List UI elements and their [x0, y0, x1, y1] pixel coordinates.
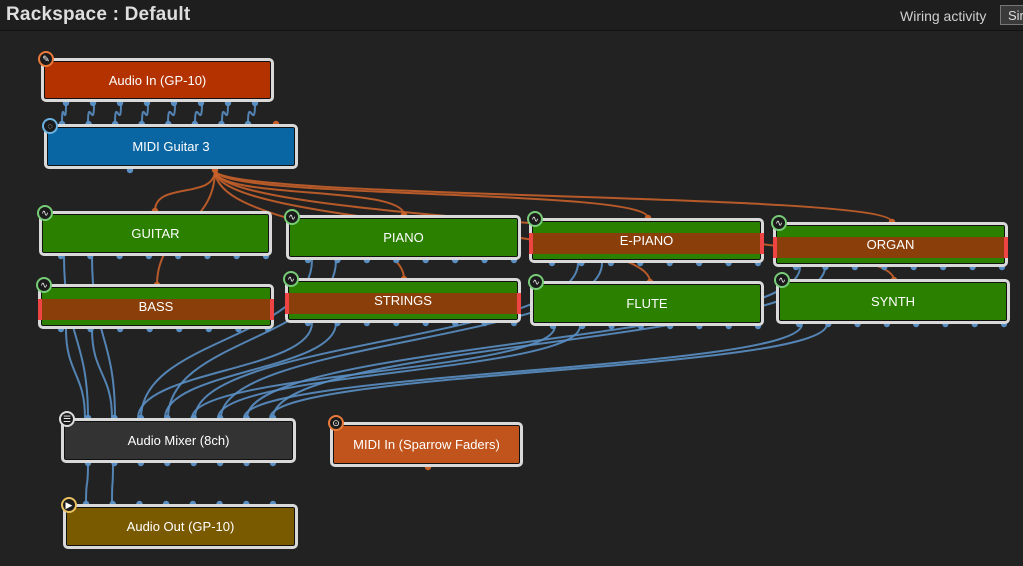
bypass-stripe — [285, 293, 521, 314]
audio-wire[interactable] — [111, 462, 114, 505]
audio-wire[interactable] — [221, 102, 229, 125]
midi-wire[interactable] — [154, 169, 216, 212]
audio-wire[interactable] — [194, 102, 203, 125]
block-label: Audio Mixer (8ch) — [127, 433, 230, 448]
block-label: MIDI Guitar 3 — [132, 139, 210, 154]
block-label: Audio Out (GP-10) — [126, 519, 235, 534]
audio-wire[interactable] — [269, 323, 828, 419]
block-audio-in[interactable]: Audio In (GP-10) — [41, 58, 274, 102]
block-audio-out[interactable]: Audio Out (GP-10) — [63, 504, 298, 549]
audio-wire[interactable] — [63, 255, 89, 419]
block-guitar[interactable]: GUITAR — [39, 211, 272, 256]
block-label: Audio In (GP-10) — [108, 72, 207, 88]
audio-wire[interactable] — [137, 322, 313, 419]
block-label: ORGAN — [866, 237, 915, 252]
waveform-icon: ∿ — [528, 274, 544, 290]
block-flute[interactable]: FLUTE — [530, 281, 764, 326]
block-organ[interactable]: ORGAN — [773, 222, 1008, 267]
pencil-icon: ✎ — [38, 51, 54, 67]
audio-wire[interactable] — [114, 102, 122, 125]
audio-wire[interactable] — [164, 322, 337, 419]
waveform-icon: ∿ — [284, 209, 300, 225]
waveform-icon: ∿ — [37, 205, 53, 221]
block-label: GUITAR — [131, 226, 180, 241]
block-label: FLUTE — [626, 296, 668, 311]
audio-wire[interactable] — [141, 102, 149, 125]
bypass-stripe — [38, 299, 274, 320]
mixer-sliders-icon: ☰ — [59, 411, 75, 427]
audio-wire[interactable] — [87, 102, 95, 125]
block-bass[interactable]: BASS — [38, 284, 274, 329]
midi-wire[interactable] — [214, 169, 893, 223]
block-audio-mixer[interactable]: Audio Mixer (8ch) — [61, 418, 296, 463]
waveform-icon: ∿ — [774, 272, 790, 288]
audio-wire[interactable] — [167, 102, 176, 125]
waveform-icon: ∿ — [36, 277, 52, 293]
audio-wire[interactable] — [243, 323, 803, 419]
midi-port-icon: ⊙ — [328, 415, 344, 431]
gauge-icon: ◌ — [42, 118, 58, 134]
block-label: STRINGS — [374, 293, 432, 308]
wiring-activity-label: Wiring activity — [900, 8, 987, 24]
block-label: BASS — [138, 299, 174, 314]
rackspace-header: Rackspace : Default Wiring activity Sir — [0, 0, 1023, 31]
block-epiano[interactable]: E-PIANO — [529, 218, 764, 263]
block-label: MIDI In (Sparrow Faders) — [353, 437, 500, 452]
wiring-activity-select[interactable]: Sir — [1000, 5, 1023, 25]
waveform-icon: ∿ — [771, 215, 787, 231]
audio-wire[interactable] — [65, 328, 86, 419]
audio-wire[interactable] — [85, 462, 89, 505]
block-midi-guitar[interactable]: MIDI Guitar 3 — [44, 124, 298, 169]
block-label: PIANO — [383, 230, 424, 245]
audio-wire[interactable] — [217, 325, 581, 419]
block-strings[interactable]: STRINGS — [285, 278, 521, 323]
bypass-stripe — [773, 237, 1008, 258]
waveform-icon: ∿ — [283, 271, 299, 287]
audio-wire[interactable] — [91, 328, 113, 419]
audio-wire[interactable] — [61, 102, 67, 125]
block-synth[interactable]: SYNTH — [776, 279, 1010, 324]
block-piano[interactable]: PIANO — [286, 215, 521, 260]
rackspace-title: Rackspace : Default — [6, 4, 191, 25]
waveform-icon: ∿ — [527, 211, 543, 227]
block-label: E-PIANO — [619, 233, 674, 248]
audio-wire[interactable] — [247, 102, 256, 125]
block-midi-in[interactable]: MIDI In (Sparrow Faders) — [330, 422, 523, 467]
speaker-icon: ▶ — [61, 497, 77, 513]
bypass-stripe — [529, 233, 764, 254]
block-label: SYNTH — [870, 294, 916, 309]
audio-wire[interactable] — [91, 255, 116, 419]
midi-wire[interactable] — [214, 169, 649, 219]
audio-wire[interactable] — [191, 325, 556, 419]
